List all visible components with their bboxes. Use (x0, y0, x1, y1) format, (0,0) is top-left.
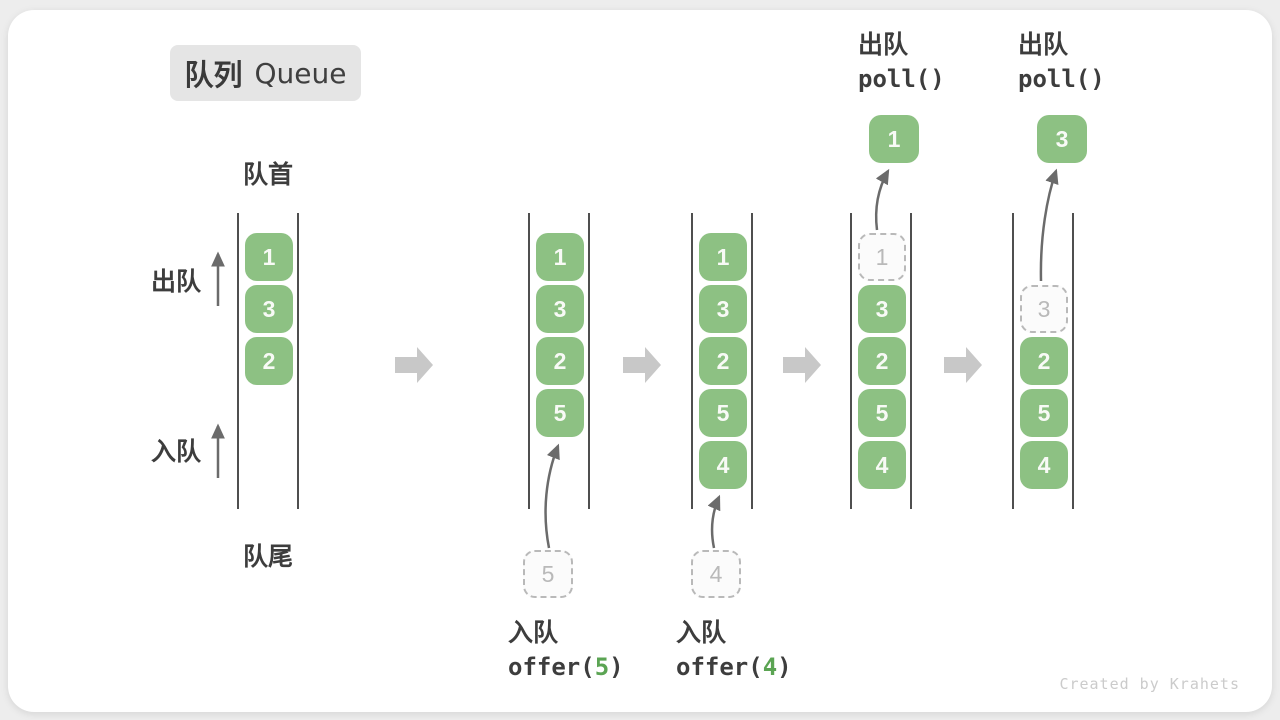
poll2-code: poll() (1018, 65, 1105, 93)
queue-item: 3 (858, 285, 906, 333)
diagram-card (8, 10, 1272, 712)
queue-column-state4: 1 3 2 5 4 (850, 213, 912, 509)
removed-item: 1 (858, 233, 906, 281)
queue-item: 5 (699, 389, 747, 437)
enqueue-side-label: 入队 (151, 438, 202, 466)
queue-item: 1 (245, 233, 293, 281)
offer4-action: 入队 (676, 619, 727, 647)
offer4-label: 入队 offer(4) (676, 616, 792, 684)
queue-item: 5 (858, 389, 906, 437)
queue-item: 1 (699, 233, 747, 281)
queue-front-label: 队首 (242, 161, 293, 189)
pending-item-5: 5 (523, 550, 573, 598)
queue-item: 3 (245, 285, 293, 333)
queue-item: 5 (1020, 389, 1068, 437)
offer5-action: 入队 (508, 619, 559, 647)
offer5-label: 入队 offer(5) (508, 616, 624, 684)
queue-item: 2 (245, 337, 293, 385)
queue-item: 4 (699, 441, 747, 489)
poll1-code: poll() (858, 65, 945, 93)
queue-item: 3 (699, 285, 747, 333)
queue-column-state1: 1 3 2 (237, 213, 299, 509)
removed-item: 3 (1020, 285, 1068, 333)
diagram-title: 队列 Queue (170, 45, 361, 101)
poll-result-3: 3 (1037, 115, 1087, 163)
queue-item: 2 (1020, 337, 1068, 385)
queue-item: 4 (858, 441, 906, 489)
queue-item: 2 (858, 337, 906, 385)
dequeue-side-label: 出队 (151, 268, 202, 296)
queue-item: 4 (1020, 441, 1068, 489)
pending-item-4: 4 (691, 550, 741, 598)
offer5-code: offer(5) (508, 653, 624, 681)
offer4-code: offer(4) (676, 653, 792, 681)
queue-item: 5 (536, 389, 584, 437)
queue-item: 2 (536, 337, 584, 385)
queue-column-state5: 3 2 5 4 (1012, 213, 1074, 509)
poll-result-1: 1 (869, 115, 919, 163)
title-en: Queue (254, 56, 347, 90)
queue-item: 1 (536, 233, 584, 281)
poll2-label: 出队 poll() (1018, 28, 1105, 96)
watermark: Created by Krahets (1059, 675, 1240, 693)
queue-item: 2 (699, 337, 747, 385)
poll2-action: 出队 (1018, 31, 1069, 59)
queue-item: 3 (536, 285, 584, 333)
title-zh: 队列 (184, 60, 243, 92)
queue-column-state3: 1 3 2 5 4 (691, 213, 753, 509)
queue-rear-label: 队尾 (242, 543, 293, 571)
poll1-label: 出队 poll() (858, 28, 945, 96)
poll1-action: 出队 (858, 31, 909, 59)
queue-column-state2: 1 3 2 5 (528, 213, 590, 509)
